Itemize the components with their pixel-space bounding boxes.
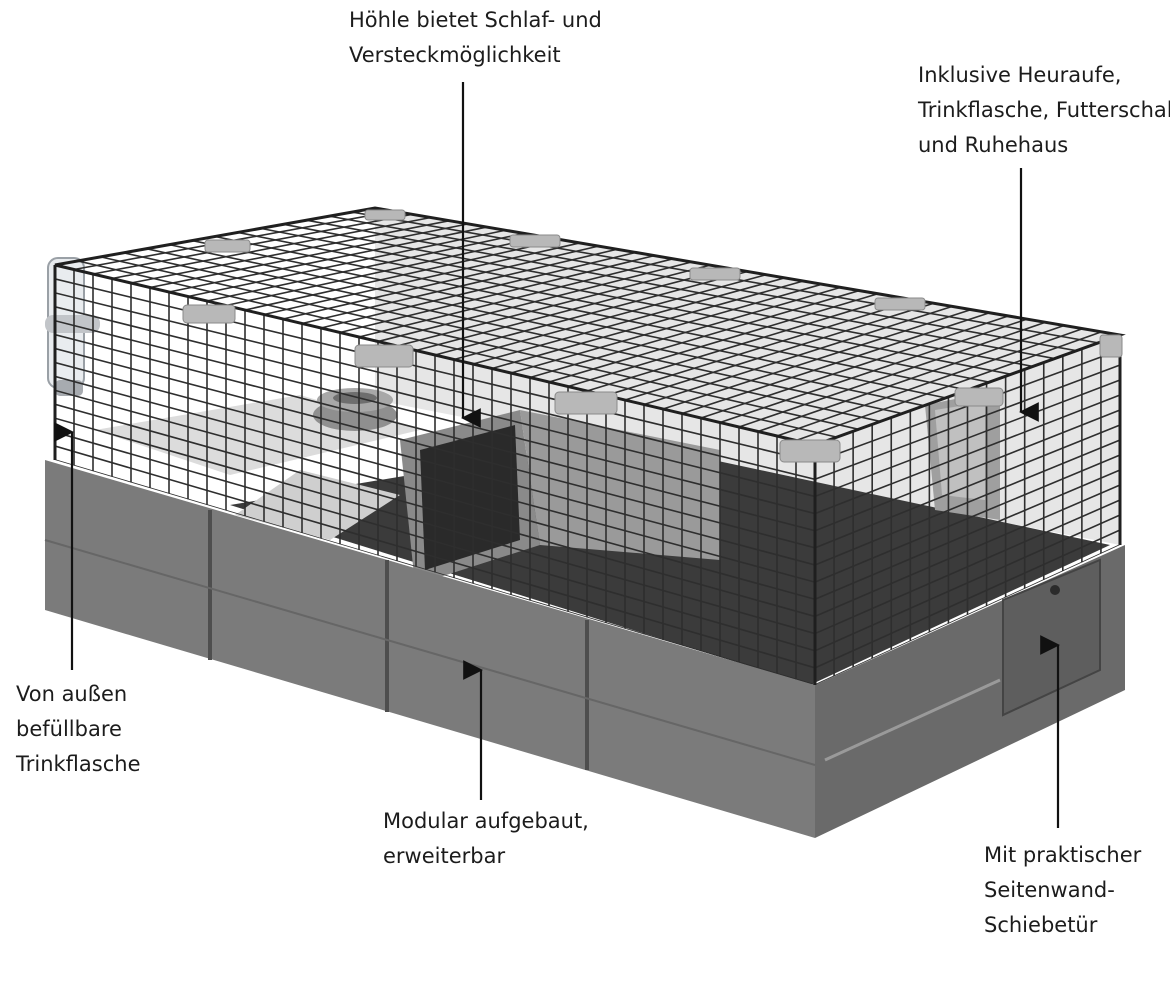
top-wire-bar: [624, 302, 934, 401]
top-wire-bar: [396, 264, 711, 347]
callout-inklusive: Inklusive Heuraufe, Trinkflasche, Futter…: [918, 58, 1170, 163]
callout-schiebe: Mit praktischer Seitenwand- Schiebetür: [984, 838, 1141, 943]
panel-clips: [182, 209, 1123, 463]
front-wire-bar: [55, 306, 815, 498]
right-wire-bar: [815, 454, 1120, 583]
right-wire-bar: [815, 424, 1120, 549]
top-wire-bar: [681, 312, 990, 415]
top-wire-bar: [643, 305, 953, 406]
callout-modular-line: erweiterbar: [383, 844, 506, 868]
front-wire-bar: [55, 445, 815, 669]
front-wire-bar: [55, 333, 815, 532]
top-wire-bar: [301, 248, 618, 325]
front-wire-bar: [55, 278, 815, 463]
wire-front: [55, 265, 815, 685]
right-wire-bar: [815, 439, 1120, 566]
top-wire-bar: [168, 226, 487, 293]
callout-schiebe-line: Schiebetür: [984, 913, 1098, 937]
right-wire-bar: [815, 409, 1120, 532]
callout-aussen-line: Von außen: [16, 682, 128, 706]
top-wire-bar: [206, 232, 525, 302]
callout-inklusive-line: Trinkflasche, Futterschale: [918, 98, 1170, 122]
front-wire-bar: [55, 403, 815, 618]
callout-modular: Modular aufgebaut, erweiterbar: [383, 804, 589, 874]
top-wire-bar: [795, 331, 1102, 442]
food-bowl: [313, 388, 397, 431]
top-wire-bar: [510, 283, 823, 374]
front-wire-bar: [55, 319, 815, 515]
callout-inklusive-line: und Ruhehaus: [918, 133, 1069, 157]
callout-aussen-line: Trinkflasche: [16, 752, 141, 776]
top-wire-bar: [92, 213, 413, 275]
callout-aussen: Von außen befüllbare Trinkflasche: [16, 677, 141, 782]
front-wire-bar: [55, 347, 815, 549]
water-bottle: [45, 257, 100, 396]
top-wire-bar: [339, 254, 655, 334]
top-wire-bar: [434, 270, 748, 356]
right-wire-bar: [815, 394, 1120, 515]
front-wire-bar: [55, 361, 815, 566]
top-wire-bar: [320, 251, 636, 329]
top-wire-bar: [130, 219, 450, 284]
callout-schiebe-line: Mit praktischer: [984, 843, 1142, 867]
top-wire-bar: [415, 267, 730, 352]
top-wire-bar: [700, 315, 1009, 419]
front-wire-bar: [55, 431, 815, 652]
callout-inklusive-line: Inklusive Heuraufe,: [918, 63, 1122, 87]
top-wire-bar: [244, 238, 562, 311]
top-wire-bar: [187, 229, 506, 298]
top-wire-bar: [149, 223, 469, 289]
rest-house: [925, 390, 1000, 520]
right-wire-bar: [815, 529, 1120, 669]
right-wire-bar: [815, 469, 1120, 601]
top-wire-bar: [757, 324, 1065, 433]
right-wire-bar: [815, 484, 1120, 618]
top-wire-bar: [377, 261, 692, 343]
right-wire-bar: [815, 499, 1120, 635]
callout-hoehle-line: Versteckmöglichkeit: [349, 43, 561, 67]
top-wire-bar: [453, 273, 767, 361]
top-wire-bar: [776, 327, 1084, 437]
right-wire-bar: [815, 514, 1120, 652]
right-wire-bar: [815, 364, 1120, 481]
front-wire-bar: [55, 375, 815, 583]
top-wire-bar: [605, 299, 916, 397]
top-wire-bar: [263, 242, 581, 316]
top-wire-bar: [491, 280, 804, 370]
top-wire-bar: [472, 277, 785, 365]
front-wire-bar: [55, 292, 815, 481]
callout-arrows: [54, 82, 1060, 828]
top-wire-bar: [586, 296, 897, 392]
front-wire-bar: [55, 417, 815, 635]
top-wire-bar: [662, 308, 972, 410]
top-wire-bar: [719, 318, 1028, 424]
top-wire-bar: [738, 321, 1046, 428]
front-wire-bar: [55, 389, 815, 601]
top-wire-bar: [548, 289, 860, 383]
callout-hoehle: Höhle bietet Schlaf- und Versteckmöglich…: [349, 3, 602, 73]
right-wire-bar: [815, 379, 1120, 498]
callout-aussen-line: befüllbare: [16, 717, 122, 741]
top-wire-bar: [282, 245, 599, 320]
callout-modular-line: Modular aufgebaut,: [383, 809, 589, 833]
top-wire-bar: [358, 258, 674, 338]
top-wire-bar: [111, 216, 432, 280]
top-wire-bar: [567, 292, 879, 388]
callout-hoehle-line: Höhle bietet Schlaf- und: [349, 8, 602, 32]
top-wire-bar: [529, 286, 841, 379]
top-wire-bar: [225, 235, 543, 307]
callout-schiebe-line: Seitenwand-: [984, 878, 1115, 902]
